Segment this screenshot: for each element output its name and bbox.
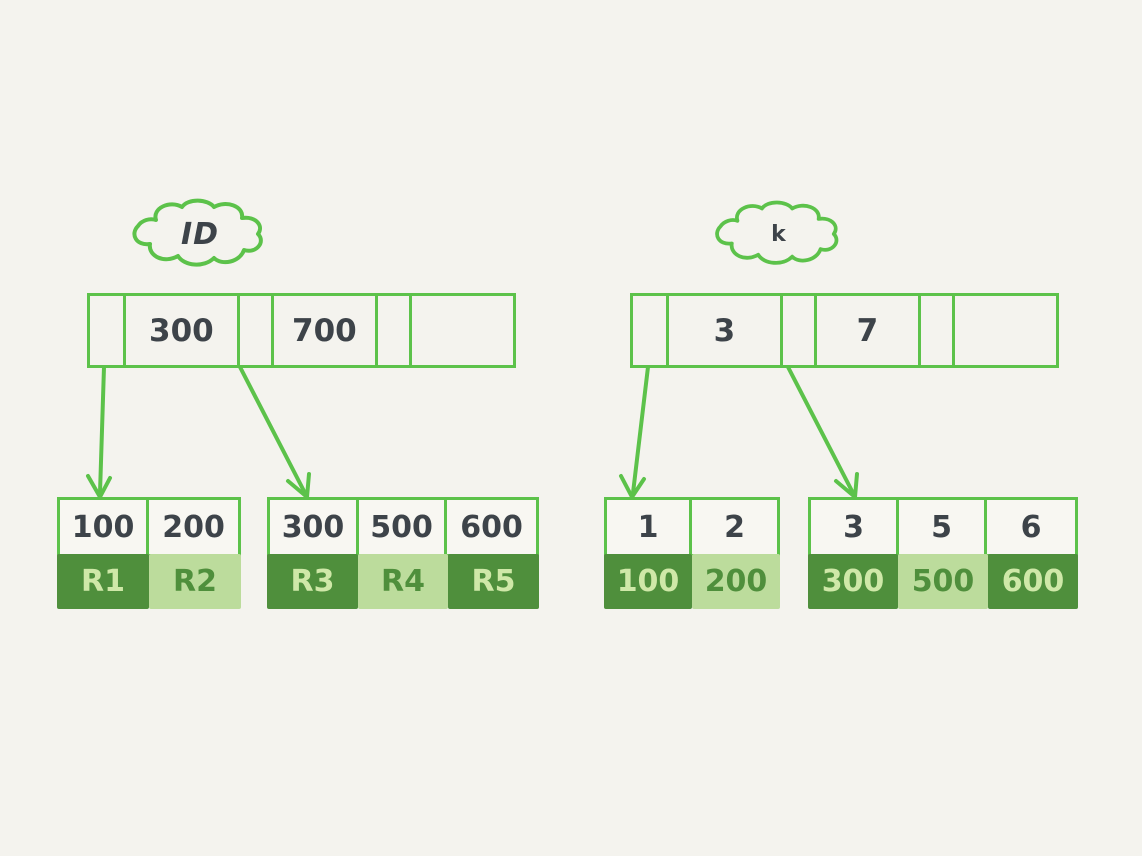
id-cloud-label: ID (126, 198, 274, 270)
leaf-k-1-keys: 1 2 (604, 497, 780, 557)
leaf-key-cell[interactable]: 3 (811, 500, 900, 554)
index-node-id[interactable]: 300 700 (87, 293, 516, 368)
leaf-id-1-values: R1 R2 (57, 554, 241, 609)
leaf-value-cell[interactable]: R3 (267, 554, 358, 609)
leaf-k-2[interactable]: 3 5 6 300 500 600 (808, 497, 1078, 609)
arrow-k-node-to-leaf2-head (834, 472, 859, 499)
leaf-key-cell[interactable]: 100 (60, 500, 150, 554)
leaf-key-cell[interactable]: 5 (899, 500, 988, 554)
arrow-id-node-to-leaf1 (98, 365, 106, 495)
arrow-id-node-to-leaf2-head (286, 472, 311, 499)
index-cell-key-3[interactable]: 3 (669, 296, 783, 365)
leaf-value-cell[interactable]: 200 (692, 554, 780, 609)
leaf-value-cell[interactable]: R4 (358, 554, 448, 609)
arrow-k-node-to-leaf2 (786, 365, 855, 495)
arrow-id-node-to-leaf2 (238, 365, 307, 495)
index-cell-key-7[interactable]: 7 (817, 296, 921, 365)
k-cloud-label: k (709, 200, 849, 268)
index-cell-pointer-1[interactable] (783, 296, 817, 365)
id-cloud-text: ID (180, 216, 220, 252)
index-cell-pointer-2[interactable] (921, 296, 955, 365)
k-cloud-text: k (771, 221, 787, 247)
index-cell-pointer-0[interactable] (633, 296, 669, 365)
leaf-id-2[interactable]: 300 500 600 R3 R4 R5 (267, 497, 539, 609)
leaf-value-cell[interactable]: 600 (988, 554, 1078, 609)
index-cell-empty[interactable] (955, 296, 1056, 365)
index-cell-pointer-2[interactable] (378, 296, 412, 365)
leaf-k-1[interactable]: 1 2 100 200 (604, 497, 780, 609)
leaf-value-cell[interactable]: R1 (57, 554, 149, 609)
leaf-id-2-keys: 300 500 600 (267, 497, 539, 557)
leaf-value-cell[interactable]: 500 (898, 554, 988, 609)
arrow-k-node-to-leaf1-head (619, 474, 646, 499)
index-node-k[interactable]: 3 7 (630, 293, 1059, 368)
leaf-k-1-values: 100 200 (604, 554, 780, 609)
index-cell-pointer-1[interactable] (240, 296, 274, 365)
leaf-key-cell[interactable]: 1 (607, 500, 693, 554)
index-cell-empty[interactable] (412, 296, 513, 365)
index-cell-pointer-0[interactable] (90, 296, 126, 365)
leaf-value-cell[interactable]: 100 (604, 554, 692, 609)
leaf-k-2-values: 300 500 600 (808, 554, 1078, 609)
leaf-k-2-keys: 3 5 6 (808, 497, 1078, 557)
index-cell-key-700[interactable]: 700 (274, 296, 378, 365)
arrow-id-node-to-leaf1-head (86, 474, 112, 499)
leaf-key-cell[interactable]: 6 (1020, 509, 1042, 545)
leaf-id-2-values: R3 R4 R5 (267, 554, 539, 609)
leaf-value-cell[interactable]: 300 (808, 554, 898, 609)
leaf-value-cell[interactable]: R5 (448, 554, 539, 609)
index-cell-key-300[interactable]: 300 (126, 296, 240, 365)
cloud-shape-icon (132, 198, 263, 267)
leaf-key-cell[interactable]: 500 (359, 500, 448, 554)
cloud-shape-icon (715, 200, 839, 265)
arrow-k-node-to-leaf1 (631, 365, 650, 495)
leaf-id-1[interactable]: 100 200 R1 R2 (57, 497, 241, 609)
leaf-key-cell[interactable]: 2 (724, 509, 745, 545)
leaf-value-cell[interactable]: R2 (149, 554, 241, 609)
leaf-key-cell[interactable]: 300 (270, 500, 360, 554)
leaf-id-1-keys: 100 200 (57, 497, 241, 557)
leaf-key-cell[interactable]: 600 (460, 509, 523, 545)
leaf-key-cell[interactable]: 200 (162, 509, 225, 545)
